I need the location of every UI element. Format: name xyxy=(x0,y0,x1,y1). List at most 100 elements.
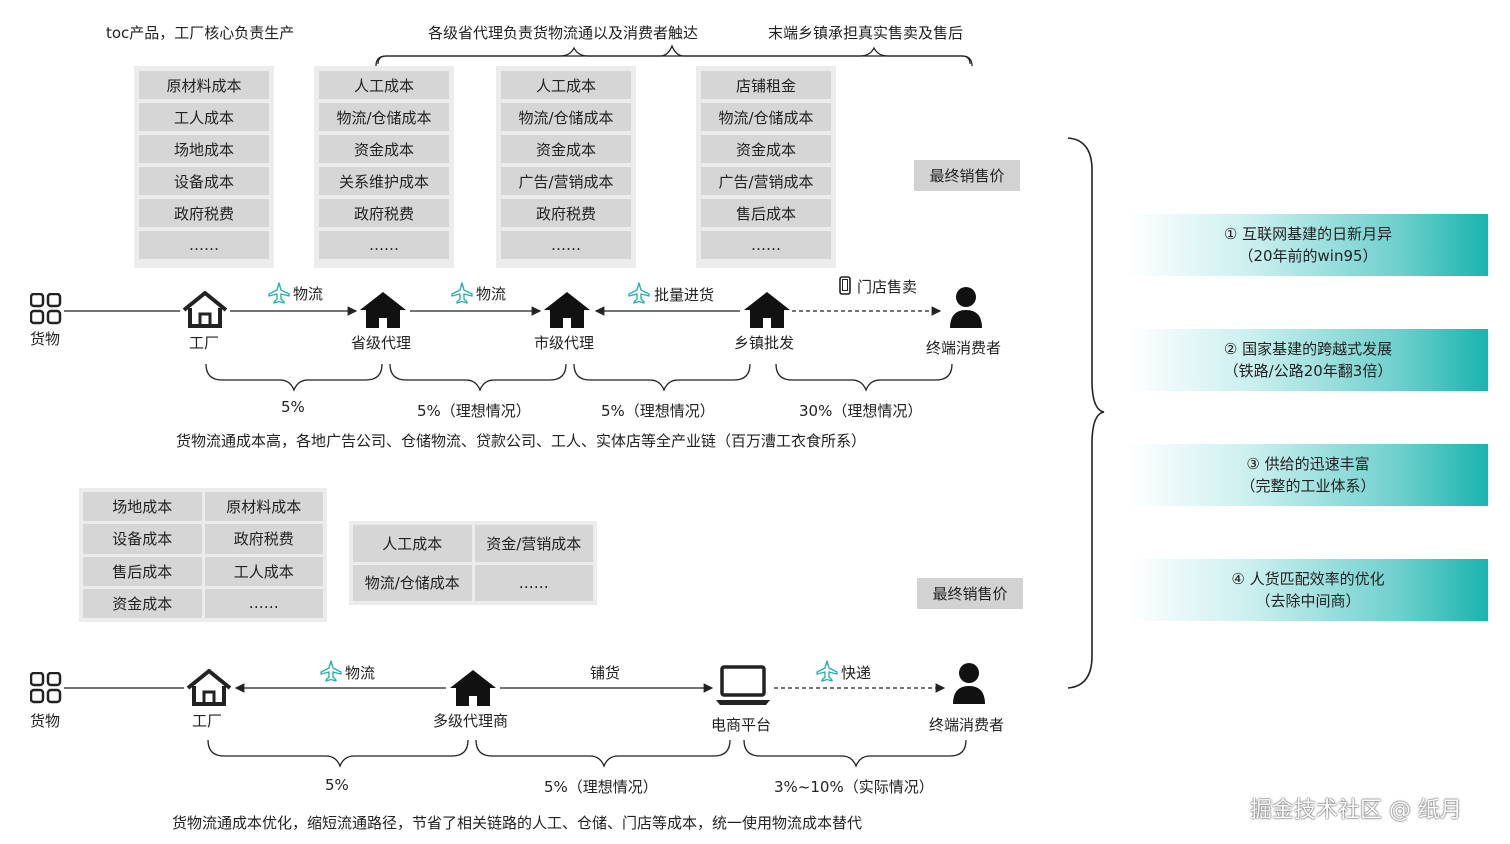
cost-cell: 设备成本 xyxy=(83,524,202,554)
house-icon xyxy=(450,670,496,706)
edge-label: 物流 xyxy=(476,285,507,303)
house-icon xyxy=(360,292,406,328)
cost-cell: 广告/营销成本 xyxy=(701,167,831,195)
cost-cell: 人工成本 xyxy=(501,71,631,99)
cost-cell: 店铺租金 xyxy=(701,71,831,99)
node-multi-agent: 多级代理商 xyxy=(433,712,509,730)
cost-cell: 政府税费 xyxy=(204,524,323,554)
cost-cell: …… xyxy=(139,231,269,259)
segment-label: 5%（理想情况） xyxy=(417,402,531,420)
header-brace xyxy=(375,46,973,67)
header-township: 末端乡镇承担真实售卖及售后 xyxy=(768,24,964,42)
cost-cell: 原材料成本 xyxy=(139,71,269,99)
cost-cell: 物流/仓储成本 xyxy=(701,103,831,131)
cost-cell: 资金/营销成本 xyxy=(474,525,593,562)
cost-cell: …… xyxy=(204,588,323,618)
cost-cell: …… xyxy=(319,231,449,259)
house-icon xyxy=(544,292,590,328)
cost-cell: …… xyxy=(474,564,593,601)
segment-label: 5%（理想情况） xyxy=(544,778,658,796)
cost-grid-right: 人工成本 资金/营销成本 物流/仓储成本 …… xyxy=(349,521,597,605)
cost-cell: 人工成本 xyxy=(319,71,449,99)
bottom-summary: 货物流通成本优化，缩短流通路径，节省了相关链路的人工、仓储、门店等成本，统一使用… xyxy=(172,814,863,832)
cost-cell: 售后成本 xyxy=(701,199,831,227)
grid-icon xyxy=(30,672,62,704)
factor-panel-3: ③ 供给的迅速丰富 （完整的工业体系） xyxy=(1128,444,1488,506)
factor-title: ② 国家基建的跨越式发展 xyxy=(1223,340,1393,358)
cost-column-factory: 原材料成本 工人成本 场地成本 设备成本 政府税费 …… xyxy=(134,66,274,268)
cost-cell: 工人成本 xyxy=(139,103,269,131)
edge-label: 物流 xyxy=(293,285,324,303)
factor-subtitle: （20年前的win95） xyxy=(1238,247,1378,265)
cost-cell: 资金成本 xyxy=(83,588,202,618)
cost-cell: 资金成本 xyxy=(319,135,449,163)
cost-cell: 工人成本 xyxy=(204,556,323,586)
final-price-top: 最终销售价 xyxy=(914,160,1020,191)
edge-label: 铺货 xyxy=(590,664,621,682)
factor-panel-4: ④ 人货匹配效率的优化 （去除中间商） xyxy=(1128,559,1488,621)
cost-cell: 设备成本 xyxy=(139,167,269,195)
edge-label: 物流 xyxy=(345,664,376,682)
segment-label: 3%~10%（实际情况） xyxy=(774,778,934,796)
node-ecommerce: 电商平台 xyxy=(711,716,772,734)
cost-column-province: 人工成本 物流/仓储成本 资金成本 关系维护成本 政府税费 …… xyxy=(314,66,454,268)
factor-subtitle: （铁路/公路20年翻3倍） xyxy=(1223,362,1393,380)
factor-subtitle: （完整的工业体系） xyxy=(1240,477,1376,495)
user-icon xyxy=(953,663,985,704)
cost-cell: 政府税费 xyxy=(501,199,631,227)
watermark: 掘金技术社区 @ 纸月 xyxy=(1250,798,1462,823)
cost-cell: 场地成本 xyxy=(139,135,269,163)
cost-cell: 关系维护成本 xyxy=(319,167,449,195)
cost-cell: 人工成本 xyxy=(353,525,472,562)
user-icon xyxy=(950,287,982,328)
segment-label: 30%（理想情况） xyxy=(799,402,923,420)
cost-cell: 政府税费 xyxy=(139,199,269,227)
airplane-icon xyxy=(628,282,650,304)
top-summary: 货物流通成本高，各地广告公司、仓储物流、贷款公司、工人、实体店等全产业链（百万漕… xyxy=(176,432,867,450)
node-consumer: 终端消费者 xyxy=(926,339,1002,357)
factor-subtitle: （去除中间商） xyxy=(1255,592,1361,610)
segment-label: 5% xyxy=(325,776,349,794)
airplane-icon xyxy=(320,660,342,682)
node-city: 市级代理 xyxy=(534,334,595,352)
cost-cell: 广告/营销成本 xyxy=(501,167,631,195)
cost-cell: 原材料成本 xyxy=(204,492,323,522)
airplane-icon xyxy=(451,282,473,304)
edge-label: 快递 xyxy=(841,664,872,682)
cost-cell: …… xyxy=(501,231,631,259)
segment-label: 5% xyxy=(281,398,305,416)
phone-icon xyxy=(839,276,851,295)
factor-panel-2: ② 国家基建的跨越式发展 （铁路/公路20年翻3倍） xyxy=(1128,329,1488,391)
laptop-icon xyxy=(716,665,770,705)
final-price-bottom: 最终销售价 xyxy=(917,578,1023,609)
factory-icon xyxy=(182,291,228,328)
goods-label: 货物 xyxy=(30,330,61,348)
airplane-icon xyxy=(816,660,838,682)
edge-label: 门店售卖 xyxy=(857,278,918,296)
factor-title: ④ 人货匹配效率的优化 xyxy=(1231,570,1385,588)
grid-icon xyxy=(30,293,62,325)
edge-label: 批量进货 xyxy=(654,286,715,304)
cost-cell: 售后成本 xyxy=(83,556,202,586)
header-province: 各级省代理负责货物流通以及消费者触达 xyxy=(428,24,699,42)
cost-column-city: 人工成本 物流/仓储成本 资金成本 广告/营销成本 政府税费 …… xyxy=(496,66,636,268)
cost-cell: 物流/仓储成本 xyxy=(501,103,631,131)
cost-cell: 政府税费 xyxy=(319,199,449,227)
node-township: 乡镇批发 xyxy=(734,334,795,352)
header-toc: toc产品，工厂核心负责生产 xyxy=(106,24,295,42)
segment-label: 5%（理想情况） xyxy=(601,402,715,420)
node-factory: 工厂 xyxy=(192,712,223,730)
cost-cell: 资金成本 xyxy=(501,135,631,163)
node-consumer: 终端消费者 xyxy=(929,716,1005,734)
airplane-icon xyxy=(268,282,290,304)
node-factory: 工厂 xyxy=(189,334,220,352)
cost-grid-left: 场地成本 原材料成本 设备成本 政府税费 售后成本 工人成本 资金成本 …… xyxy=(79,488,327,622)
cost-cell: 物流/仓储成本 xyxy=(353,564,472,601)
factor-title: ③ 供给的迅速丰富 xyxy=(1246,455,1370,473)
cost-cell: 资金成本 xyxy=(701,135,831,163)
factor-panel-1: ① 互联网基建的日新月异 （20年前的win95） xyxy=(1128,214,1488,276)
house-icon xyxy=(744,292,790,328)
factory-icon xyxy=(186,669,232,706)
factor-title: ① 互联网基建的日新月异 xyxy=(1223,225,1393,243)
